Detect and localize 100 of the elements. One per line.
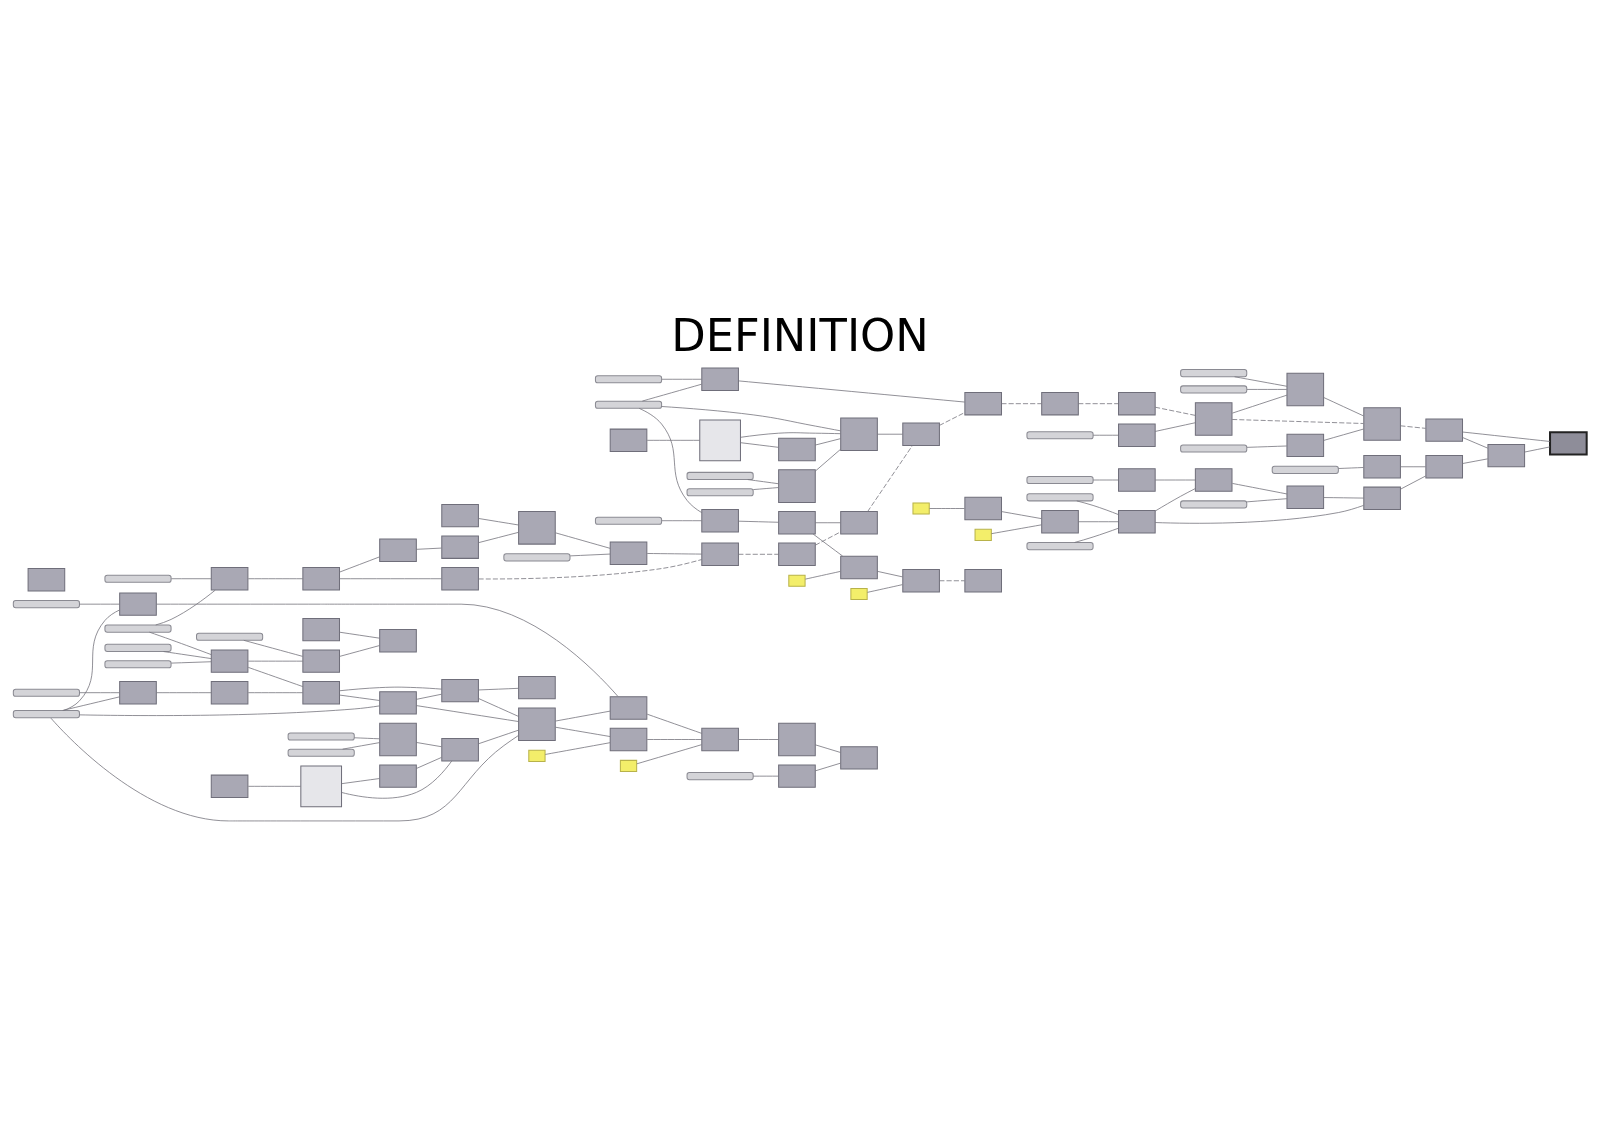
node-box xyxy=(609,428,648,452)
node-box xyxy=(379,763,417,788)
node-box xyxy=(1286,433,1325,457)
connector xyxy=(1232,482,1288,494)
node-box xyxy=(1041,391,1079,415)
connector xyxy=(170,577,212,579)
node-box xyxy=(964,568,1002,592)
node-box xyxy=(441,737,479,761)
connector xyxy=(738,520,779,523)
connector xyxy=(339,686,443,691)
node-bar xyxy=(1180,499,1248,508)
connector xyxy=(877,570,903,577)
node-box xyxy=(441,678,479,702)
connector xyxy=(63,609,120,711)
connector xyxy=(661,405,841,431)
node-box xyxy=(701,727,739,751)
connector xyxy=(478,531,519,543)
connector xyxy=(646,552,703,554)
connector xyxy=(636,743,702,764)
connector xyxy=(341,777,380,784)
connector xyxy=(416,756,442,769)
connector xyxy=(752,486,779,490)
node-box xyxy=(840,555,878,579)
connector xyxy=(247,660,304,662)
node-box xyxy=(1487,443,1526,467)
connector xyxy=(1246,445,1288,448)
node-bar xyxy=(686,771,754,780)
node-box xyxy=(964,496,1002,520)
node-box xyxy=(1041,509,1079,533)
node-box xyxy=(778,763,816,788)
connector xyxy=(661,378,703,380)
diagram-title: DEFINITION xyxy=(671,308,929,362)
node-box xyxy=(379,690,417,715)
connector xyxy=(747,478,779,484)
connector xyxy=(353,736,380,739)
connector xyxy=(416,693,442,700)
connector xyxy=(1154,504,1364,524)
connector xyxy=(1092,479,1119,480)
node-bar xyxy=(1026,541,1094,550)
node-box xyxy=(1194,467,1233,492)
connector xyxy=(812,533,844,556)
connector xyxy=(740,431,841,438)
node-box xyxy=(210,566,249,590)
node-box xyxy=(302,566,340,590)
node-box xyxy=(701,508,739,532)
node-box xyxy=(119,591,157,616)
connector xyxy=(804,570,841,580)
node-box xyxy=(1118,391,1156,415)
connector xyxy=(1232,394,1288,413)
connector xyxy=(339,631,380,639)
node-box xyxy=(778,542,816,566)
connector xyxy=(1462,431,1551,442)
connector xyxy=(1076,500,1119,515)
node-bar xyxy=(1026,430,1094,439)
connector xyxy=(1400,465,1427,467)
connector xyxy=(1400,424,1427,429)
node-bar xyxy=(1026,492,1094,501)
connector xyxy=(416,547,442,550)
node-box xyxy=(1363,486,1401,510)
node-bar xyxy=(503,552,571,561)
connector xyxy=(79,603,120,605)
node-box xyxy=(1425,454,1463,478)
node-box xyxy=(1363,406,1401,441)
node-box xyxy=(528,749,546,762)
connector xyxy=(1462,457,1489,464)
connector xyxy=(342,741,381,750)
connector xyxy=(1524,446,1551,452)
node-box xyxy=(840,745,878,770)
connector xyxy=(1338,466,1364,469)
connector xyxy=(50,717,519,821)
connector xyxy=(79,704,380,716)
connector xyxy=(738,553,779,555)
connector xyxy=(929,507,965,509)
node-box xyxy=(302,680,340,704)
connector xyxy=(478,729,519,744)
node-bar xyxy=(594,374,663,383)
connector xyxy=(1078,520,1119,522)
node-bar xyxy=(686,471,754,480)
connector xyxy=(738,380,966,402)
node-box xyxy=(609,695,648,720)
node-box xyxy=(609,541,648,565)
connector xyxy=(1323,396,1364,416)
connector xyxy=(1001,402,1042,404)
connector xyxy=(1462,436,1489,449)
node-box xyxy=(902,568,940,592)
node-box xyxy=(701,367,739,391)
node-box xyxy=(778,722,816,756)
node-box xyxy=(379,722,417,756)
connector xyxy=(939,411,966,426)
connector xyxy=(752,775,779,777)
node-box xyxy=(441,534,479,559)
node-box xyxy=(778,468,816,503)
connector xyxy=(867,583,903,593)
node-bar xyxy=(12,688,80,697)
connector xyxy=(155,589,216,625)
connector xyxy=(641,383,703,401)
connector xyxy=(638,407,703,513)
connector xyxy=(1246,388,1288,390)
connector xyxy=(939,579,966,581)
connector xyxy=(555,531,611,549)
